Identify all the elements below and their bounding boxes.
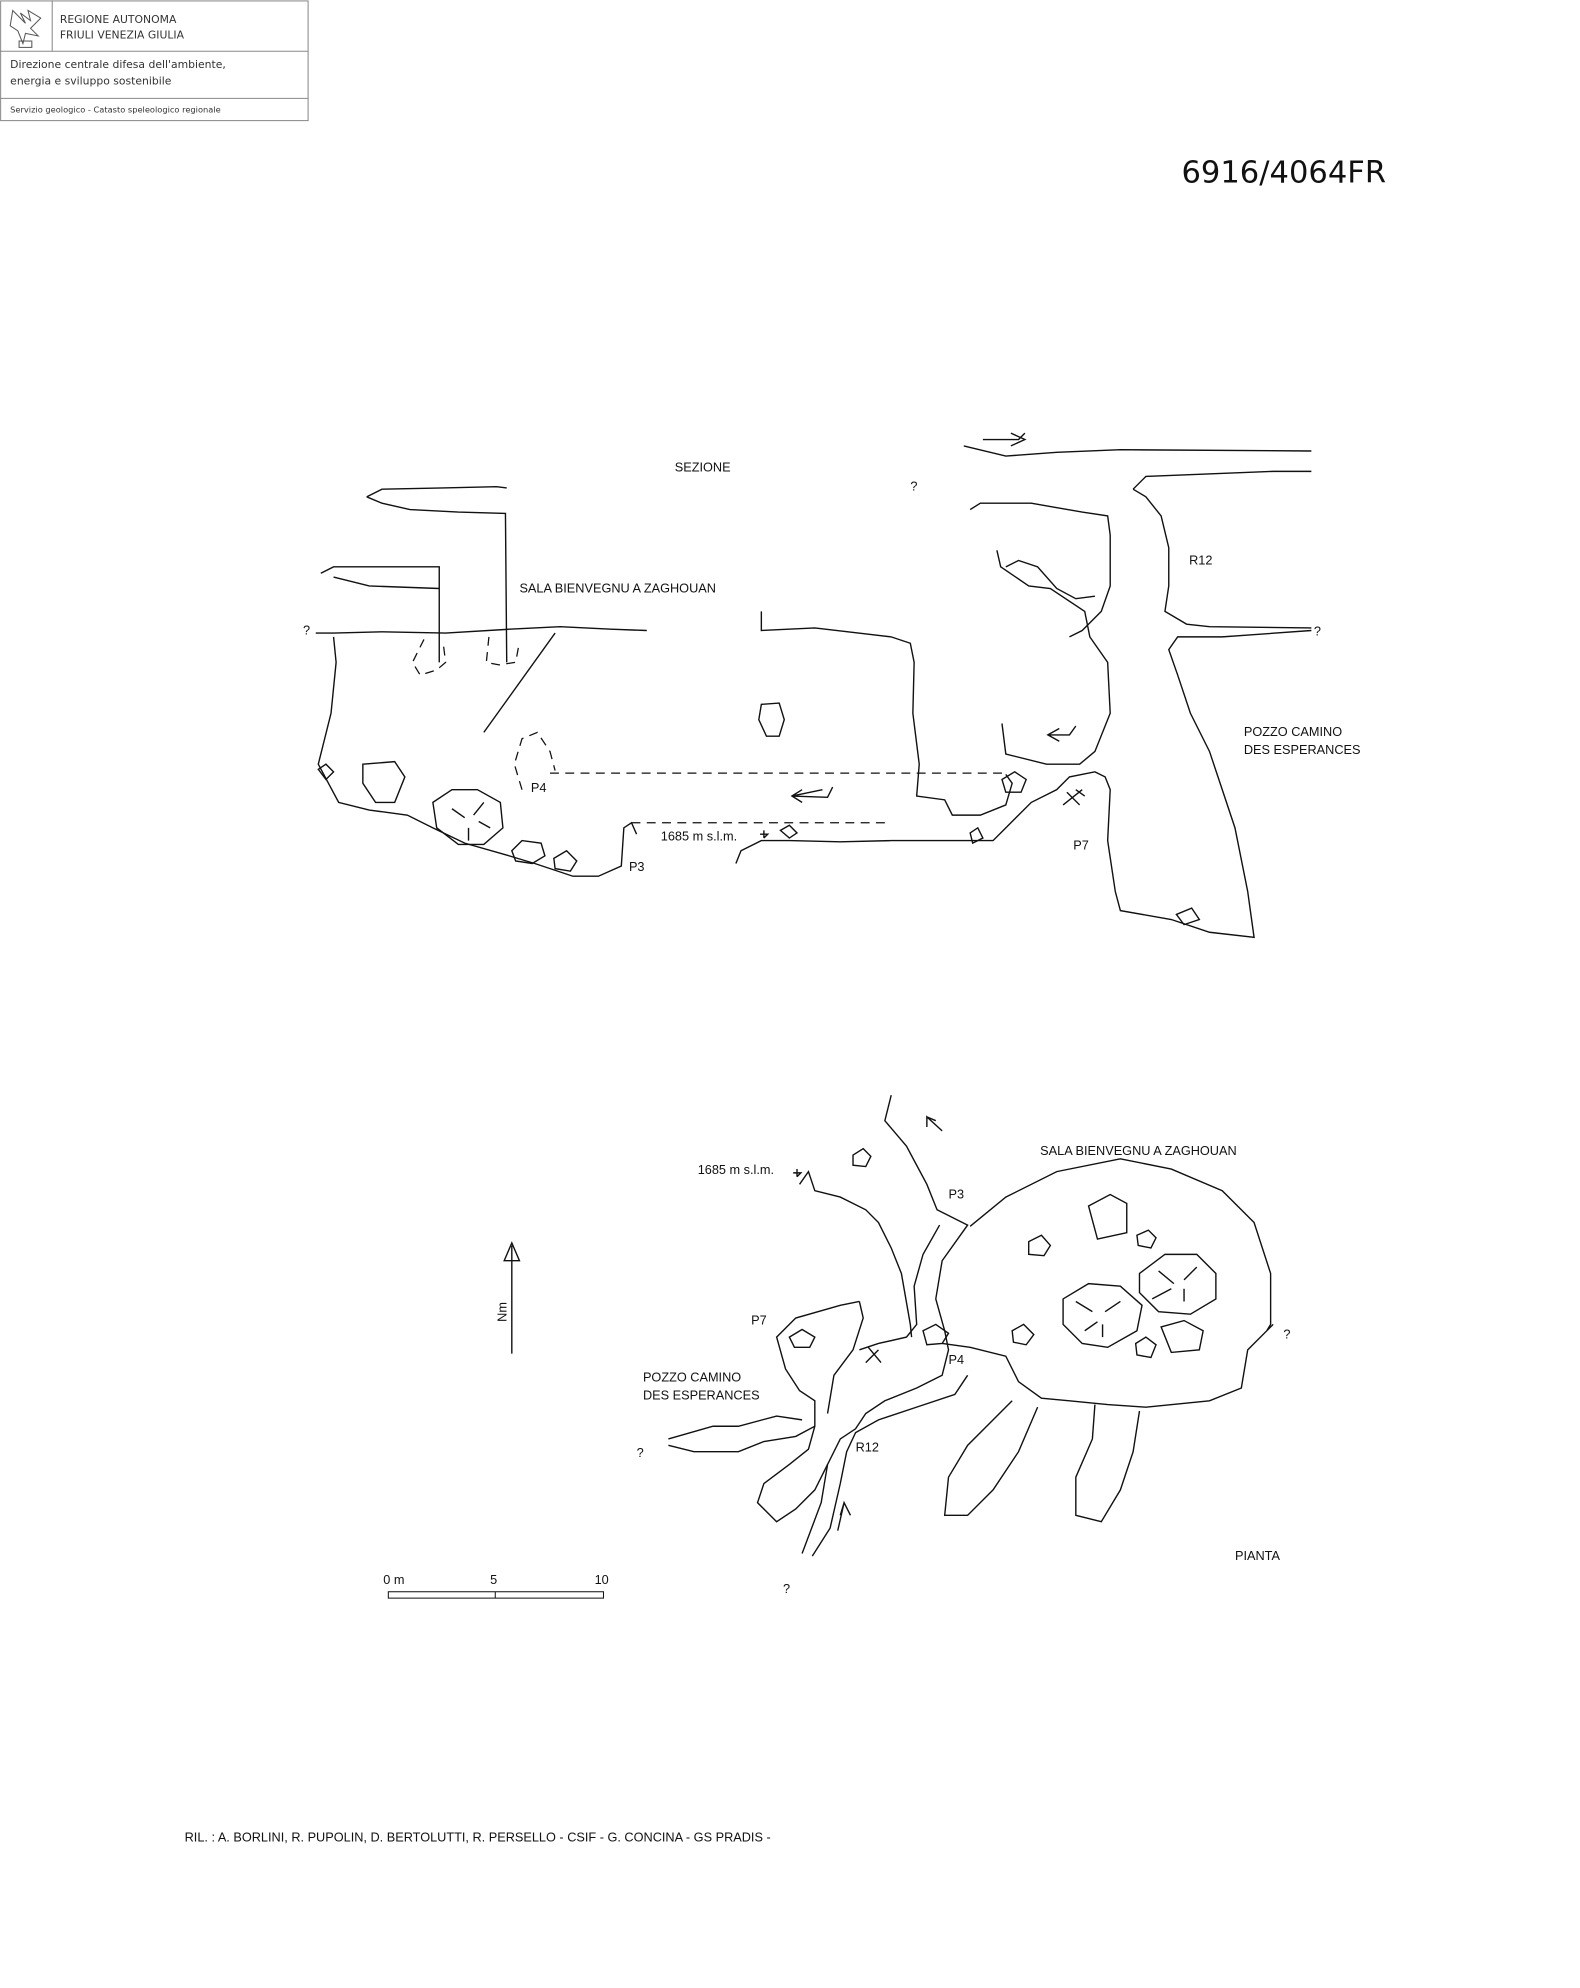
section-shaft-label-2: DES ESPERANCES [1244, 742, 1361, 757]
plan-shaft-label-1: POZZO CAMINO [643, 1370, 741, 1385]
section-title: SEZIONE [675, 459, 731, 474]
org-line-2: FRIULI VENEZIA GIULIA [60, 28, 185, 41]
section-shaft-label-1: POZZO CAMINO [1244, 724, 1342, 739]
plan-p3-label: P3 [949, 1186, 965, 1201]
institution-header: REGIONE AUTONOMA FRIULI VENEZIA GIULIA D… [0, 0, 309, 122]
section-unknown-right: ? [1314, 624, 1321, 639]
scale-bar: 0 m 5 10 [383, 1572, 609, 1599]
service-line: Servizio geologico - Catasto speleologic… [10, 104, 221, 114]
scale-label-10: 10 [595, 1572, 609, 1587]
dept-line-1: Direzione centrale difesa dell'ambiente, [10, 58, 226, 71]
plan-r12-label: R12 [856, 1440, 879, 1455]
section-hall-label: SALA BIENVEGNU A ZAGHOUAN [519, 580, 716, 595]
section-labels: SEZIONE SALA BIENVEGNU A ZAGHOUAN P4 168… [303, 459, 1360, 874]
plan-drawing [503, 1095, 1274, 1557]
section-r12-label: R12 [1189, 552, 1212, 567]
org-line-1: REGIONE AUTONOMA [60, 13, 177, 26]
scale-label-0: 0 m [383, 1572, 404, 1587]
section-p3-label: P3 [629, 859, 645, 874]
plan-shaft-label-2: DES ESPERANCES [643, 1388, 760, 1403]
plan-altitude-label: 1685 m s.l.m. [698, 1162, 774, 1177]
plan-labels: SALA BIENVEGNU A ZAGHOUAN 1685 m s.l.m. … [495, 1143, 1291, 1596]
north-arrow-label: Nm [495, 1302, 510, 1322]
section-unknown-left: ? [303, 622, 310, 637]
section-drawing [315, 432, 1312, 939]
scale-label-5: 5 [490, 1572, 497, 1587]
plan-title: PIANTA [1235, 1548, 1281, 1563]
plan-p4-label: P4 [949, 1352, 965, 1367]
plan-unknown-bottom: ? [783, 1581, 790, 1596]
cave-id: 6916/4064FR [1181, 155, 1386, 190]
section-p4-label: P4 [531, 780, 547, 795]
section-unknown-top: ? [910, 478, 917, 493]
eagle-emblem-icon [9, 9, 42, 48]
section-altitude-label: 1685 m s.l.m. [661, 829, 737, 844]
section-p7-label: P7 [1073, 837, 1089, 852]
plan-p7-label: P7 [751, 1312, 767, 1327]
plan-unknown-left: ? [637, 1445, 644, 1460]
survey-credits: RIL. : A. BORLINI, R. PUPOLIN, D. BERTOL… [185, 1829, 771, 1844]
plan-hall-label: SALA BIENVEGNU A ZAGHOUAN [1040, 1143, 1237, 1158]
dept-line-2: energia e sviluppo sostenibile [10, 74, 172, 87]
plan-unknown-right: ? [1283, 1326, 1290, 1341]
